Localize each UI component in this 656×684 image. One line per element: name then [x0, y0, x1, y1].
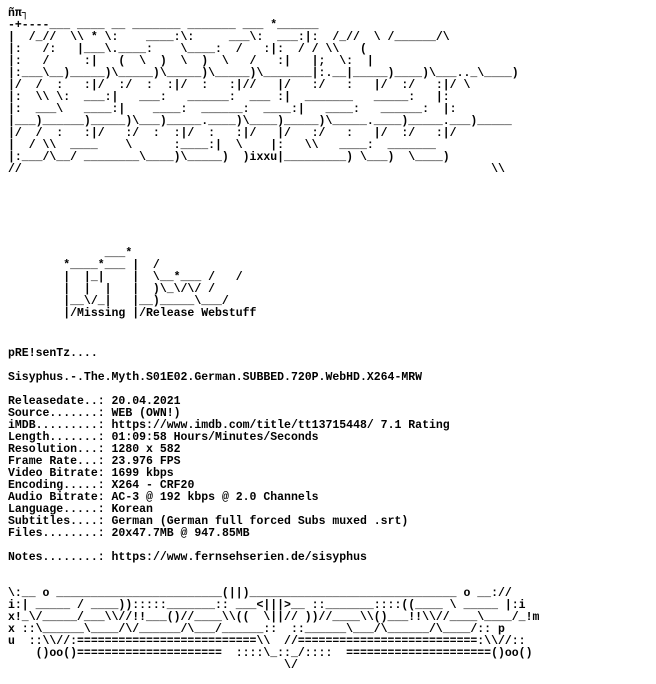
info-label: Resolution...:	[8, 443, 105, 456]
release-name: Sisyphus.-.The.Myth.S01E02.German.SUBBED…	[8, 371, 423, 384]
info-row-language: Language.....: Korean	[8, 504, 450, 516]
info-row-video-bitrate: Video Bitrate: 1699 kbps	[8, 468, 450, 480]
info-value: Korean	[111, 503, 153, 516]
info-value: 20x47.7MB @ 947.85MB	[111, 527, 250, 540]
notes-label: Notes........:	[8, 551, 105, 564]
ascii-art-logo: ñπ┐ -+----___ ____ __ _______ _______ __…	[8, 7, 519, 176]
info-value: https://www.imdb.com/title/tt13715448/ 7…	[111, 419, 450, 432]
info-value: 1699 kbps	[111, 467, 174, 480]
info-label: Video Bitrate:	[8, 467, 105, 480]
presents-text: pRE!senTz....	[8, 347, 98, 360]
info-value: WEB (OWN!)	[111, 407, 181, 420]
info-row-length: Length.......: 01:09:58 Hours/Minutes/Se…	[8, 432, 450, 444]
notes-row: Notes........: https://www.fernsehserien…	[8, 552, 450, 564]
info-label: Encoding.....:	[8, 479, 105, 492]
info-label: Releasedate..:	[8, 395, 105, 408]
info-value: AC-3 @ 192 kbps @ 2.0 Channels	[111, 491, 319, 504]
info-row-source: Source.......: WEB (OWN!)	[8, 408, 450, 420]
info-label: iMDB.........:	[8, 419, 105, 432]
info-label: Files........:	[8, 527, 105, 540]
info-label: Source.......:	[8, 407, 105, 420]
info-label: Subtitles....:	[8, 515, 105, 528]
info-value: 1280 x 582	[111, 443, 181, 456]
ascii-art-footer: \:__ o ________________________(||)_____…	[8, 587, 540, 672]
info-row-subtitles: Subtitles....: German (German full force…	[8, 516, 450, 528]
info-row-resolution: Resolution...: 1280 x 582	[8, 444, 450, 456]
info-row-audio-bitrate: Audio Bitrate: AC-3 @ 192 kbps @ 2.0 Cha…	[8, 492, 450, 504]
info-value: 01:09:58 Hours/Minutes/Seconds	[111, 431, 319, 444]
info-row-files: Files........: 20x47.7MB @ 947.85MB	[8, 528, 450, 540]
notes-value: https://www.fernsehserien.de/sisyphus	[111, 551, 367, 564]
info-label: Language.....:	[8, 503, 105, 516]
info-label: Length.......:	[8, 431, 105, 444]
info-value: X264 - CRF20	[111, 479, 195, 492]
release-info: pRE!senTz.... Sisyphus.-.The.Myth.S01E02…	[8, 348, 450, 564]
info-label: Frame Rate...:	[8, 455, 105, 468]
info-value: 20.04.2021	[111, 395, 181, 408]
info-row-releasedate: Releasedate..: 20.04.2021	[8, 396, 450, 408]
ascii-art-group-logo: ___* *____*___ | / | |_| | \__*___ / / |…	[63, 247, 257, 320]
info-row-encoding: Encoding.....: X264 - CRF20	[8, 480, 450, 492]
info-row-imdb: iMDB.........: https://www.imdb.com/titl…	[8, 420, 450, 432]
info-value: German (German full forced Subs muxed .s…	[111, 515, 409, 528]
info-value: 23.976 FPS	[111, 455, 181, 468]
info-label: Audio Bitrate:	[8, 491, 105, 504]
info-row-frame-rate: Frame Rate...: 23.976 FPS	[8, 456, 450, 468]
